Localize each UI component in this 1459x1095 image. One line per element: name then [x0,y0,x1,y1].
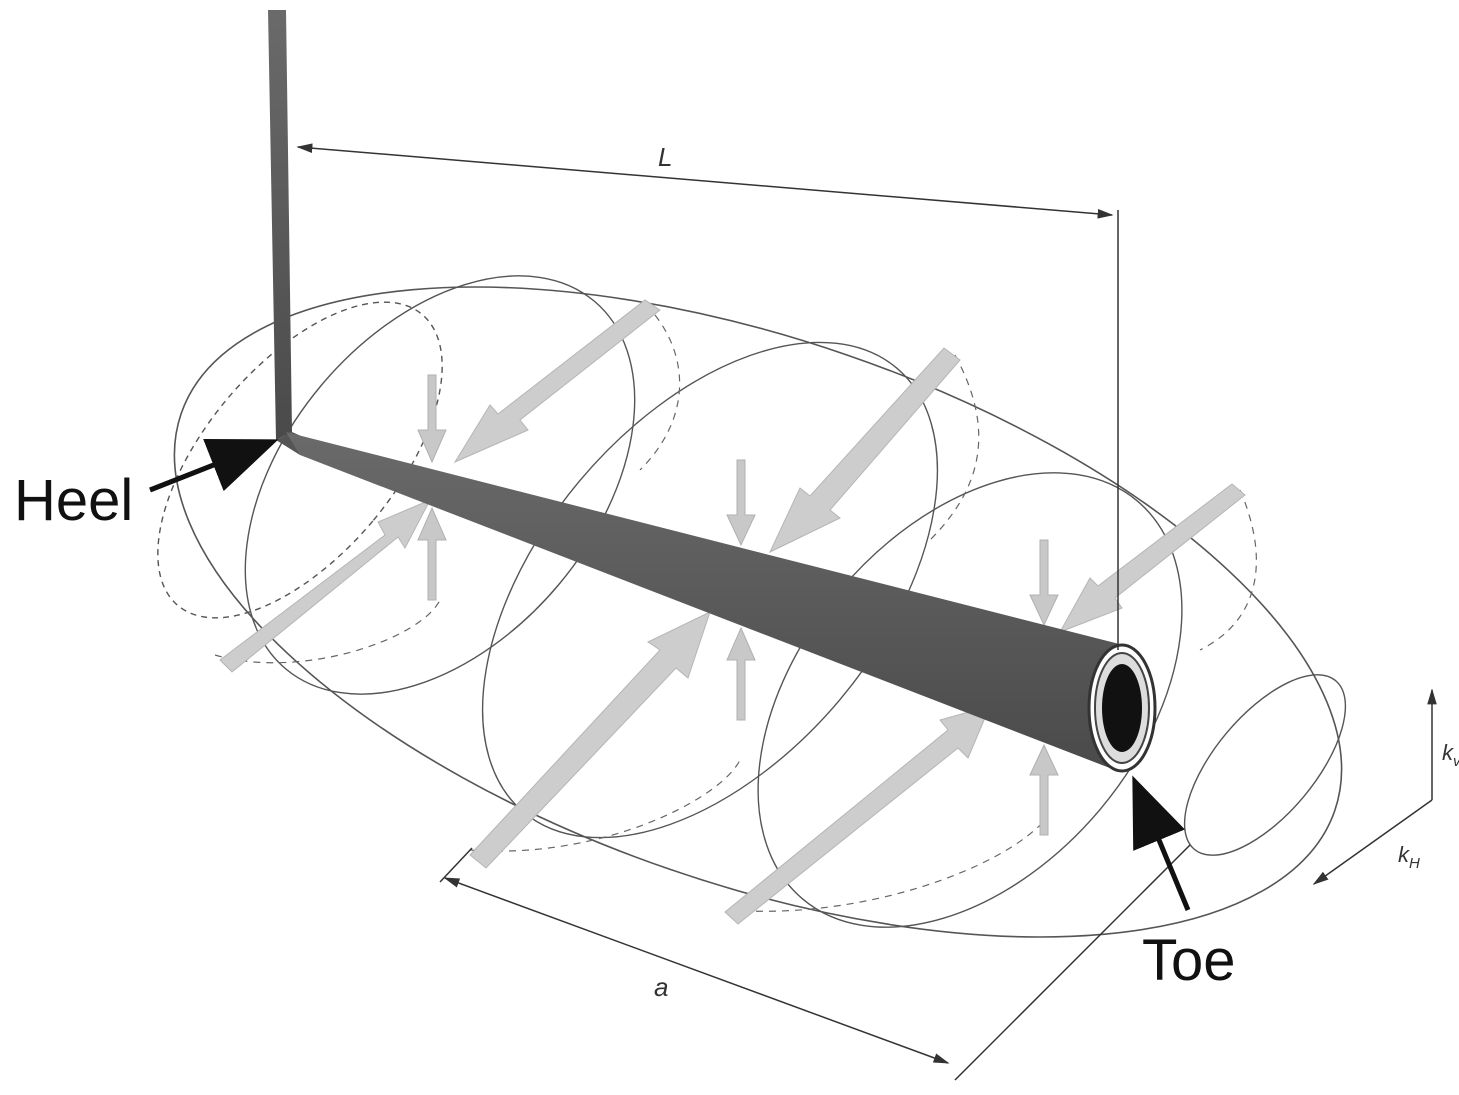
toe-label: Toe [1142,928,1236,993]
width-label: a [654,972,668,1002]
horizontal-permeability-label: kH [1398,842,1420,872]
permeability-axes [1312,688,1437,885]
toe-pointer-arrow [1132,775,1191,911]
vertical-wellbore [268,10,292,440]
horizontal-wellbore [286,432,1135,770]
width-dimension [439,844,1191,1081]
vertical-flow-arrows [417,374,1059,836]
reservoir-outline [173,286,1343,938]
vertical-permeability-label: kv [1442,740,1459,770]
heel-pointer-arrow [149,439,279,493]
wellbore-toe-end [1087,643,1157,773]
flow-arrows [219,299,1246,925]
length-label: L [658,142,672,172]
length-dimension [296,143,1119,650]
heel-label: Heel [14,468,133,533]
cross-section-1 [244,275,636,695]
